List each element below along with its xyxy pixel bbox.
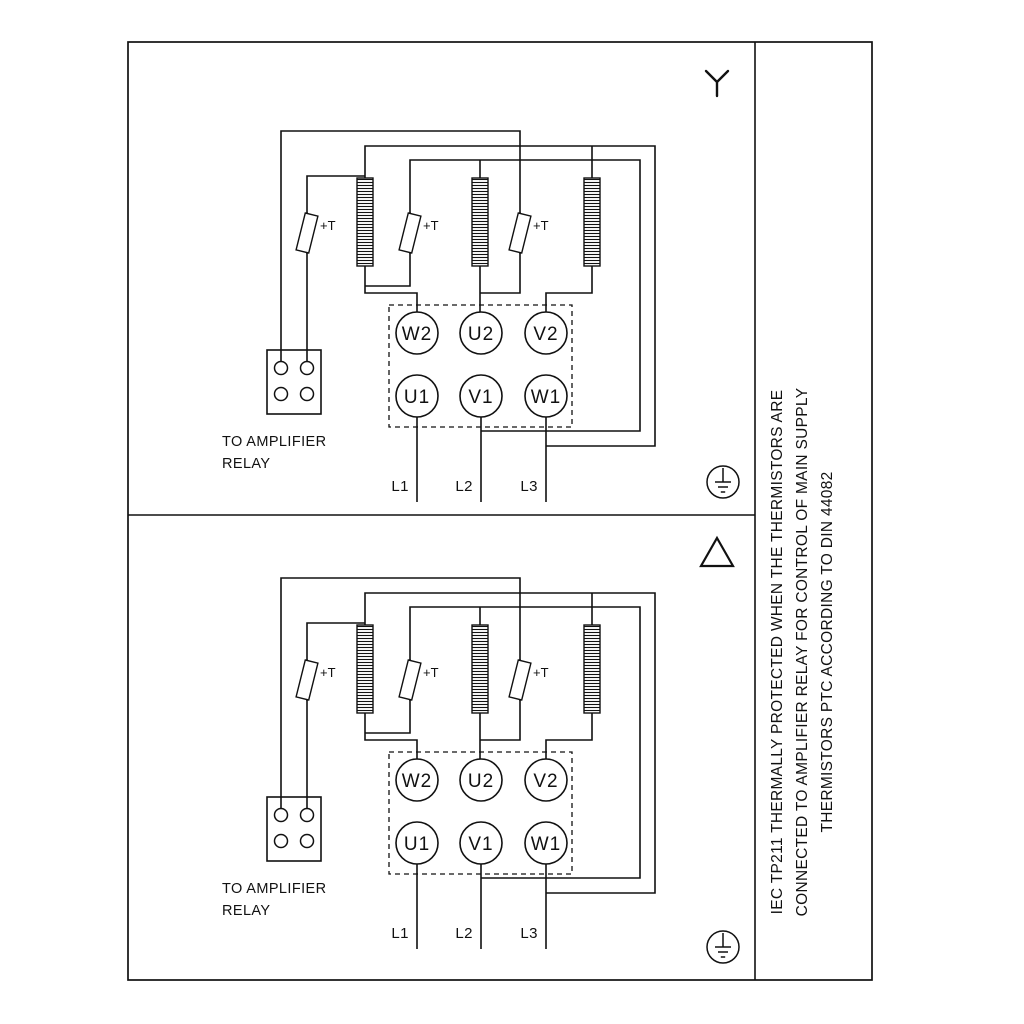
supply-label-l1: L1 bbox=[391, 925, 409, 942]
thermistor-label: +T bbox=[320, 665, 336, 680]
terminal-label: W1 bbox=[531, 387, 562, 408]
earth-ground-icon bbox=[706, 465, 740, 499]
terminal-label: U2 bbox=[468, 771, 494, 792]
supply-label-l2: L2 bbox=[455, 478, 473, 495]
thermistor-label: +T bbox=[423, 218, 439, 233]
earth-ground-icon bbox=[706, 930, 740, 964]
thermistor-label: +T bbox=[423, 665, 439, 680]
terminal-label: V1 bbox=[468, 387, 493, 408]
terminal-label: W2 bbox=[402, 324, 433, 345]
relay-caption-line1: TO AMPLIFIER bbox=[222, 434, 326, 450]
supply-label-l3: L3 bbox=[520, 478, 538, 495]
relay-caption-line1: TO AMPLIFIER bbox=[222, 881, 326, 897]
panel-delta: W2 U2 V2 U1 V1 W1 +T +T +T TO AMPLIFIER … bbox=[222, 578, 655, 949]
panel-star: W2 U2 V2 U1 V1 W1 +T +T +T TO AMPLIFIER … bbox=[222, 131, 655, 502]
note-column: IEC TP211 THERMALLY PROTECTED WHEN THE T… bbox=[769, 388, 836, 917]
terminal-label: W2 bbox=[402, 771, 433, 792]
thermistor-label: +T bbox=[533, 218, 549, 233]
supply-label-l3: L3 bbox=[520, 925, 538, 942]
terminal-label: U2 bbox=[468, 324, 494, 345]
note-line-2: CONNECTED TO AMPLIFIER RELAY FOR CONTROL… bbox=[794, 388, 811, 917]
frame-border bbox=[127, 41, 873, 981]
relay-caption-line2: RELAY bbox=[222, 903, 270, 919]
note-line-1: IEC TP211 THERMALLY PROTECTED WHEN THE T… bbox=[769, 390, 786, 915]
supply-label-l1: L1 bbox=[391, 478, 409, 495]
thermistor-label: +T bbox=[320, 218, 336, 233]
note-line-3: THERMISTORS PTC ACCORDING TO DIN 44082 bbox=[819, 471, 836, 832]
terminal-label: W1 bbox=[531, 834, 562, 855]
terminal-label: U1 bbox=[404, 834, 430, 855]
supply-label-l2: L2 bbox=[455, 925, 473, 942]
terminal-label: V1 bbox=[468, 834, 493, 855]
terminal-label: U1 bbox=[404, 387, 430, 408]
terminal-label: V2 bbox=[533, 324, 558, 345]
thermistor-label: +T bbox=[533, 665, 549, 680]
terminal-label: V2 bbox=[533, 771, 558, 792]
relay-caption-line2: RELAY bbox=[222, 456, 270, 472]
